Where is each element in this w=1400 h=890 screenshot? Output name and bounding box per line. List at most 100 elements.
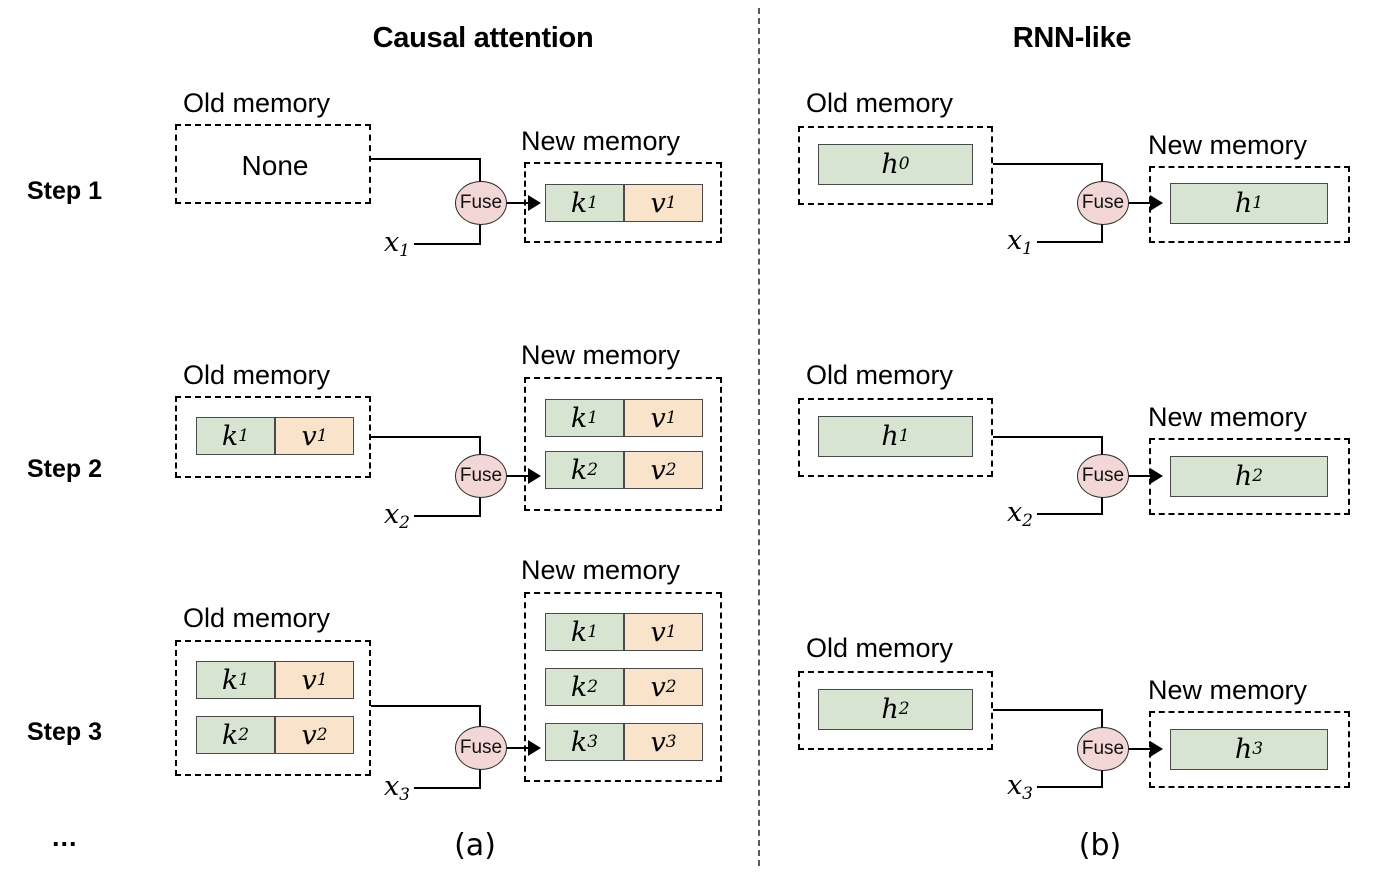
value-base: v [301, 719, 317, 751]
arrow-head-icon [528, 468, 541, 484]
key-sub: 2 [238, 724, 250, 745]
new-memory-caption-left-step1: New memory [521, 126, 681, 156]
input-label-left-step2: x2 [384, 499, 410, 533]
input-sub: 2 [1022, 510, 1033, 531]
key-base: k [221, 420, 239, 452]
old-memory-caption-right-step3: Old memory [806, 633, 954, 663]
fuse-node-right-step2[interactable]: Fuse [1077, 454, 1129, 498]
wire-old-to-fuse-v [1101, 436, 1104, 460]
arrow-head-icon [1150, 468, 1163, 484]
fuse-node-left-step2[interactable]: Fuse [455, 454, 507, 498]
key-base: k [570, 187, 588, 219]
panel-title-rnn-like: RNN-like [1012, 22, 1132, 54]
hidden-base: h [1234, 734, 1253, 765]
value-base: v [650, 454, 666, 486]
key-base: k [570, 402, 588, 434]
new-memory-caption-left-step2: New memory [521, 340, 681, 370]
new-memory-caption-right-step3: New memory [1148, 675, 1308, 705]
key-sub: 1 [587, 407, 599, 428]
arrow-head-icon [1150, 195, 1163, 211]
value-sub: 1 [665, 192, 677, 213]
value-base: v [650, 726, 666, 758]
wire-old-to-fuse-v [1101, 163, 1104, 188]
wire-input-to-fuse-h [414, 243, 481, 246]
old-memory-box-left-step1: None [175, 124, 371, 204]
input-label-right-step2: x2 [1007, 497, 1033, 531]
wire-input-to-fuse-v [479, 489, 482, 517]
wire-input-to-fuse-v [1101, 489, 1104, 515]
old-memory-caption-right-step2: Old memory [806, 360, 954, 390]
value-sub: 2 [316, 724, 328, 745]
old-memory-caption-left-step2: Old memory [183, 360, 331, 390]
new-memory-caption-left-step3: New memory [521, 555, 681, 585]
key-base: k [221, 719, 239, 751]
arrow-head-icon [528, 195, 541, 211]
wire-old-to-fuse-h [371, 436, 481, 439]
hidden-sub: 3 [1252, 739, 1264, 759]
fuse-node-left-step1[interactable]: Fuse [455, 181, 507, 225]
hidden-sub: 1 [1252, 193, 1264, 213]
new-memory-box-left-step2 [524, 377, 722, 511]
value-sub: 1 [665, 407, 677, 428]
hidden-base: h [1234, 188, 1253, 219]
value-sub: 1 [316, 669, 328, 690]
value-sub: 1 [316, 425, 328, 446]
subfigure-caption-a: (a) [454, 828, 496, 863]
hidden-sub: 2 [1252, 466, 1264, 486]
value-sub: 2 [665, 676, 677, 697]
old-memory-box-left-step3 [175, 640, 371, 776]
wire-old-to-fuse-h [371, 705, 481, 708]
fuse-node-right-step3[interactable]: Fuse [1077, 727, 1129, 771]
input-base: x [1006, 225, 1023, 257]
arrow-head-icon [528, 740, 541, 756]
wire-input-to-fuse-h [1037, 513, 1103, 516]
old-memory-box-left-step2 [175, 396, 371, 478]
input-sub: 1 [1022, 238, 1033, 259]
value-base: v [650, 187, 666, 219]
value-base: v [650, 402, 666, 434]
fuse-node-right-step1[interactable]: Fuse [1077, 181, 1129, 225]
wire-input-to-fuse-v [479, 214, 482, 245]
panel-divider [758, 8, 760, 866]
old-memory-caption-right-step1: Old memory [806, 88, 954, 118]
wire-fuse-to-new [505, 202, 535, 205]
old-memory-box-right-step2 [798, 398, 993, 477]
key-base: k [221, 664, 239, 696]
key-sub: 2 [587, 676, 599, 697]
subfigure-caption-b: (b) [1078, 828, 1122, 863]
key-sub: 1 [587, 192, 599, 213]
key-sub: 1 [238, 669, 250, 690]
input-label-right-step3: x3 [1007, 770, 1033, 804]
fuse-node-left-step3[interactable]: Fuse [455, 726, 507, 770]
step-label-2: Step 2 [27, 455, 103, 483]
input-sub: 1 [399, 240, 410, 261]
input-base: x [383, 499, 400, 531]
wire-fuse-to-new [1126, 202, 1155, 205]
hidden-sub: 0 [898, 154, 910, 174]
